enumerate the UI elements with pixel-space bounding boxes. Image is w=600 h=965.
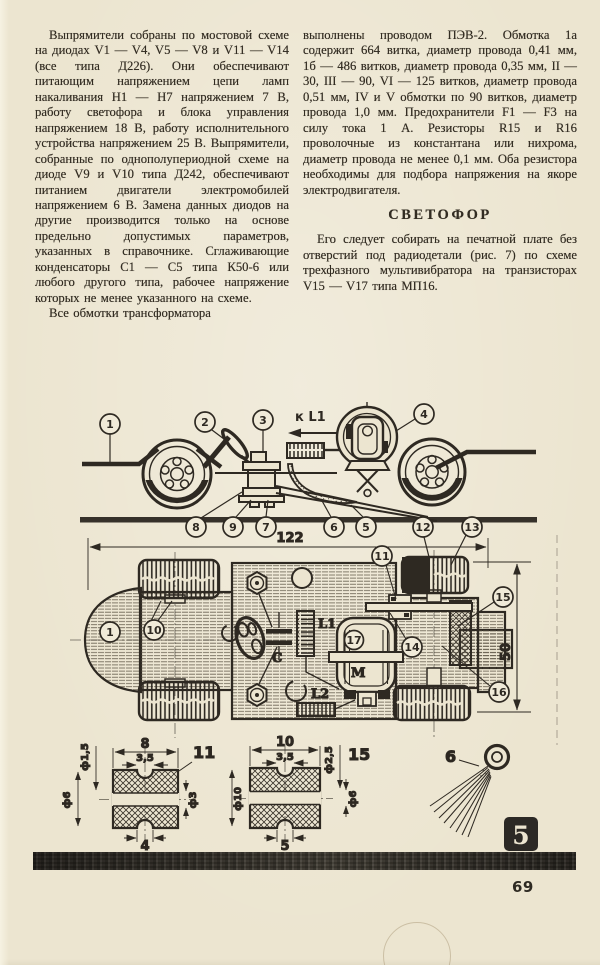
steering-column xyxy=(202,428,255,469)
part11-dia-outer: ф6 xyxy=(61,792,73,809)
brush-bristles xyxy=(429,765,492,838)
dim-50-label: 50 xyxy=(499,643,514,661)
part15-dim-bottom: 5 xyxy=(280,839,289,854)
ground-line xyxy=(80,517,537,523)
callout-12: 12 xyxy=(415,521,430,534)
paper-artifact-circle xyxy=(383,922,451,965)
part15-dia-outer: ф10 xyxy=(232,787,244,811)
section-heading: СВЕТОФОР xyxy=(388,206,492,223)
part15-dim-top: 10 xyxy=(276,735,294,750)
section-divider-bar xyxy=(33,852,576,870)
callout-13: 13 xyxy=(464,521,479,534)
callout-3: 3 xyxy=(259,414,267,427)
paragraph: Все обмотки трансформатора xyxy=(49,306,211,321)
paragraph: Его следует собирать на печатной плате б… xyxy=(303,232,577,293)
part15-dia-hole: ф6 xyxy=(347,791,359,808)
rear-axle-assembly xyxy=(365,594,473,620)
dim-50 xyxy=(473,561,531,713)
wire-4 xyxy=(334,699,356,710)
part11-dia-pin: ф1,5 xyxy=(79,743,91,771)
callout-16: 16 xyxy=(491,686,507,699)
top-view-drawing: 122 xyxy=(70,531,558,745)
hex-nut-top xyxy=(246,570,268,596)
drive-rod-1 xyxy=(275,485,429,518)
coil-l1-label: L1 xyxy=(318,617,336,632)
motor-label: M xyxy=(351,666,365,681)
top-view-callouts: 1 10 11 14 15 16 17 xyxy=(99,545,514,703)
gearbox-block xyxy=(215,451,337,508)
drive-rod-2 xyxy=(275,492,438,522)
callout-1b: 1 xyxy=(106,626,114,639)
coil-l2 xyxy=(296,702,336,717)
motor-side xyxy=(335,402,399,498)
part11-dim-bottom: 4 xyxy=(140,839,149,854)
rear-wheel xyxy=(397,437,467,507)
callout-4: 4 xyxy=(420,408,428,421)
detail-part-15: 10 3,5 15 ф2,5 ф6 ф10 5 xyxy=(229,735,371,855)
dim-122-label: 122 xyxy=(276,531,303,546)
wire-1 xyxy=(258,593,273,628)
wire-2 xyxy=(258,646,278,685)
paragraph: выполнены проводом ПЭВ-2. Обмотка 1а сод… xyxy=(303,28,577,197)
figure-number: 5 xyxy=(512,821,529,850)
part15-label: 15 xyxy=(348,745,370,764)
mounting-hole xyxy=(291,567,313,589)
part11-dim-top: 8 xyxy=(140,737,149,752)
tire-rear-bottom xyxy=(392,684,472,722)
rear-bracket-tall xyxy=(476,610,507,694)
callout-2: 2 xyxy=(201,416,209,429)
figure-number-badge: 5 xyxy=(504,817,538,851)
part15-dim-notch: 3,5 xyxy=(276,752,294,763)
rear-bumper xyxy=(434,449,536,470)
l2-loop xyxy=(285,680,307,702)
tire-rear-top xyxy=(400,555,470,595)
callout-7: 7 xyxy=(262,521,270,534)
dim-122 xyxy=(87,538,489,590)
wire-3 xyxy=(305,656,340,690)
callout-5: 5 xyxy=(362,521,370,534)
coil-l1 xyxy=(296,610,315,657)
right-text-column: выполнены проводом ПЭВ-2. Обмотка 1а сод… xyxy=(303,28,577,294)
callout-9: 9 xyxy=(229,521,237,534)
hex-nut-bottom xyxy=(246,682,268,708)
callout-14: 14 xyxy=(404,641,420,654)
callout-6: 6 xyxy=(330,521,338,534)
chassis-front xyxy=(138,590,234,692)
part15-dia-pin: ф2,5 xyxy=(323,746,335,774)
side-view-callouts: 1 2 3 4 8 9 7 6 xyxy=(99,403,483,566)
figure-5-drawing: к L1 xyxy=(61,402,558,855)
callout-8: 8 xyxy=(192,521,200,534)
detail-part-11: 8 3,5 11 ф1,5 ф6 ф3 4 xyxy=(61,737,216,855)
coil-l2-label: L2 xyxy=(311,687,329,702)
paragraph: Выпрямители собраны по мостовой схеме на… xyxy=(35,28,289,305)
callout-1: 1 xyxy=(106,418,114,431)
part11-dim-notch: 3,5 xyxy=(136,753,154,764)
page-number: 69 xyxy=(512,878,534,896)
spring-coil xyxy=(286,442,325,459)
callout-15: 15 xyxy=(495,591,510,604)
left-text-column: Выпрямители собраны по мостовой схеме на… xyxy=(35,28,289,322)
front-bumper xyxy=(82,447,160,467)
worm-gear-block xyxy=(449,600,472,666)
callout-17: 17 xyxy=(346,634,361,647)
front-wheel xyxy=(141,438,213,510)
capacitor-c xyxy=(266,612,292,660)
side-view-drawing: к L1 xyxy=(80,402,537,523)
part11-label: 11 xyxy=(193,743,215,762)
detail-part-6: 6 xyxy=(429,743,511,838)
part11-dia-hole: ф3 xyxy=(187,792,199,809)
tire-front-bottom xyxy=(137,680,221,722)
steering-wheel-plan xyxy=(221,616,266,660)
wire-label: к L1 xyxy=(295,410,326,425)
callout-11: 11 xyxy=(374,550,389,563)
tire-front-top xyxy=(137,558,221,600)
part6-label: 6 xyxy=(445,747,456,766)
callout-10: 10 xyxy=(146,624,162,637)
brush-ring xyxy=(483,743,511,771)
capacitor-label: C xyxy=(272,651,282,666)
